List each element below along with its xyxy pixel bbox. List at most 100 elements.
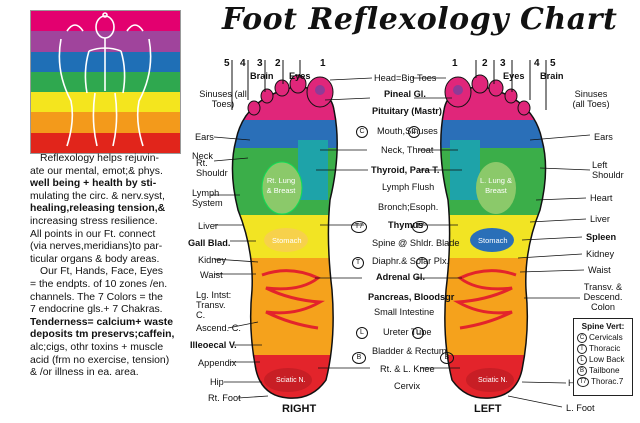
zone-number: 4 — [534, 58, 540, 69]
legend-label: Tailbone — [589, 366, 620, 375]
label-pancreas: Pancreas, Bloodsgr — [368, 292, 455, 302]
chakra-band — [31, 11, 180, 32]
blurb-line: Our Ft, Hands, Face, Eyes — [40, 266, 163, 278]
label-ureter: Ureter Tube — [383, 327, 432, 337]
legend-mark: T7 — [577, 376, 589, 387]
legend-mark: B — [577, 365, 587, 376]
label-sinuses-left: Sinuses (all Toes) — [572, 89, 610, 109]
label-stomach-right: Stomach — [272, 236, 302, 245]
marker-l: L — [356, 327, 368, 339]
label-pituitary: Pituitary (Mastr) — [372, 106, 442, 116]
label-illeoecal-valve: Illeoecal V. — [190, 340, 237, 350]
label-neck-throat: Neck, Throat — [381, 145, 434, 155]
zone-number: 3 — [500, 58, 506, 69]
marker-l: L — [412, 327, 424, 339]
blurb-line: mulating the circ. & nerv.syst, — [30, 190, 165, 202]
zone-number: 3 — [257, 58, 263, 69]
label-sciatic-right: Sciatic N. — [276, 377, 306, 384]
label-brain-left: Brain — [540, 71, 564, 81]
zone-number: 5 — [224, 58, 230, 69]
label-kidney-left: Kidney — [586, 249, 615, 259]
label-thymus: Thymus — [388, 220, 424, 230]
zone-number: 5 — [550, 58, 556, 69]
marker-t7: T7 — [412, 221, 428, 233]
label-spleen: Spleen — [586, 232, 617, 242]
legend-mark: T — [577, 343, 587, 354]
label-kidney-right: Kidney — [198, 255, 227, 265]
chakra-color-panel — [30, 10, 181, 154]
blurb-line: channels. The 7 Colors = the — [30, 291, 163, 303]
label-left-foot: L. Foot — [566, 403, 595, 413]
meditating-figure-icon — [58, 12, 152, 147]
marker-t7: T7 — [351, 221, 367, 233]
blurb-line: (via nerves,meridians)to par- — [30, 241, 163, 253]
marker-t: T — [416, 257, 428, 269]
chakra-band — [31, 132, 180, 153]
blurb-line: healing,releasing tension,& — [30, 203, 166, 215]
legend-title: Spine Vert: — [581, 322, 625, 331]
label-shoulder-right: Rt. Shouldr — [196, 158, 228, 178]
label-appendix: Appendix — [198, 358, 237, 368]
marker-t: T — [352, 257, 364, 269]
label-mouth-sinuses: Mouth,Sinuses — [377, 126, 438, 136]
label-heart: Heart — [590, 193, 613, 203]
label-diaphragm: Diaphr.& Solar Plx. — [372, 256, 450, 266]
zone-number: 1 — [452, 58, 458, 69]
blurb-line: Tenderness= calcium+ waste — [30, 316, 174, 328]
label-colon-left: Transv. & Descend. Colon — [583, 282, 623, 312]
marker-c: C — [408, 126, 420, 138]
blurb-line: increasing stress resilience. — [30, 215, 158, 227]
blurb-line: deposits tm preservs;caffein, — [30, 329, 175, 341]
label-liver-left: Liver — [590, 214, 610, 224]
label-knee: Rt. & L. Knee — [380, 364, 435, 374]
label-adrenal: Adrenal Gl. — [376, 272, 426, 282]
blurb-line: alc;cigs, othr toxins + muscle — [30, 341, 164, 353]
blurb-line: acid (frm no exercise, tension) — [30, 354, 170, 366]
page-title: Foot Reflexology Chart — [222, 2, 618, 37]
label-sinuses-right: Sinuses (all Toes) — [199, 89, 247, 109]
zone-number: 4 — [240, 58, 246, 69]
label-head-big-toes: Head=Big Toes — [374, 73, 437, 83]
label-l-lung: L. Lung & Breast — [479, 176, 513, 195]
label-bladder: Bladder & Rectum — [372, 346, 447, 356]
label-waist-right: Waist — [200, 270, 223, 280]
label-pineal: Pineal Gl. — [384, 89, 426, 99]
legend-label: Thorac.7 — [591, 377, 624, 386]
label-bronch: Bronch;Esoph. — [378, 202, 439, 212]
label-neck-right: Neck — [192, 151, 213, 161]
blurb-line: & /or illness in ea. area. — [30, 367, 139, 379]
label-gall-bladder: Gall Blad. — [188, 238, 231, 248]
label-large-intestine: Lg. Intst: Transv. C. — [196, 290, 232, 320]
reflexology-description: Reflexology helps rejuvin- ate our menta… — [30, 153, 192, 380]
label-ears-right: Ears — [195, 132, 214, 142]
blurb-line: All points in our Ft. connect — [30, 228, 156, 240]
label-waist-left: Waist — [588, 265, 611, 275]
label-lymph-right: Lymph System — [192, 188, 223, 208]
zone-number: 2 — [482, 58, 488, 69]
label-brain-right: Brain — [250, 71, 274, 81]
chakra-band — [31, 112, 180, 133]
label-hip-right: Hip — [210, 377, 224, 387]
marker-b: B — [352, 352, 366, 364]
label-shoulder-left: Left Shouldr — [592, 160, 624, 180]
label-right-foot: Rt. Foot — [208, 393, 241, 403]
blurb-line: ate our mental, emot;& phys. — [30, 165, 163, 177]
legend-mark: C — [577, 332, 587, 343]
label-spine-shoulder: Spine @ Shldr. Blade — [372, 238, 460, 248]
label-ascend-colon: Ascend. C. — [196, 323, 241, 333]
label-lymph-flush: Lymph Flush — [382, 182, 435, 192]
label-stomach-left: Stomach — [478, 236, 508, 245]
label-liver-right: Liver — [198, 221, 218, 231]
left-foot-title: LEFT — [474, 403, 502, 415]
blurb-line: = the endpts. of 10 zones /en. — [30, 278, 168, 290]
blurb-line: ticular organs & body areas. — [30, 253, 160, 265]
label-thyroid: Thyroid, Para T. — [371, 165, 440, 175]
zone-number: 1 — [320, 58, 326, 69]
zone-number: 2 — [275, 58, 281, 69]
right-foot-title: RIGHT — [282, 403, 317, 415]
